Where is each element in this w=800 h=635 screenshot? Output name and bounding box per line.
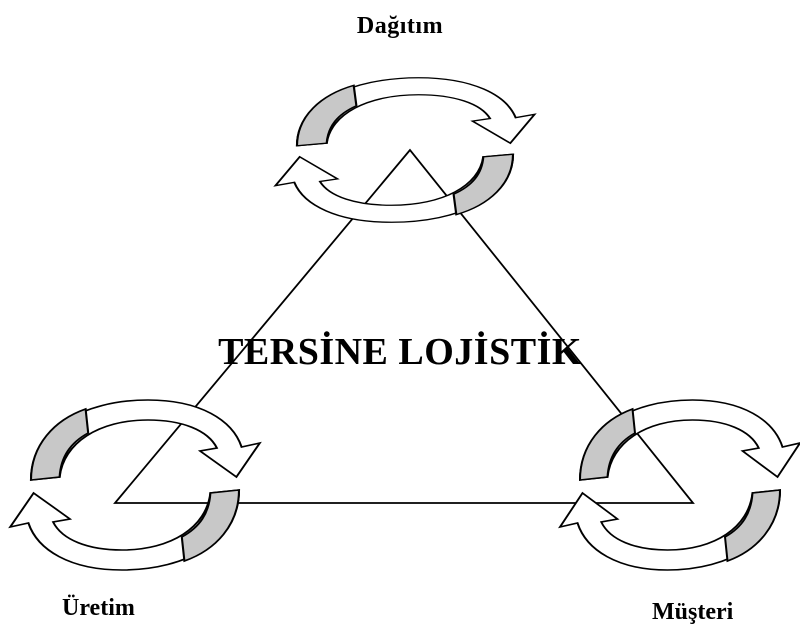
diagram-title: TERSİNE LOJİSTİK [218, 331, 582, 373]
node-label-production: Üretim [62, 595, 135, 621]
cycle-arrows-icon [9, 398, 261, 572]
cycle-arrows-icon [559, 399, 800, 571]
cycle-arrows-icon [274, 76, 536, 224]
node-label-distribution: Dağıtım [356, 13, 444, 39]
node-label-customer: Müşteri [652, 599, 734, 625]
logistics-triangle [113, 148, 695, 504]
